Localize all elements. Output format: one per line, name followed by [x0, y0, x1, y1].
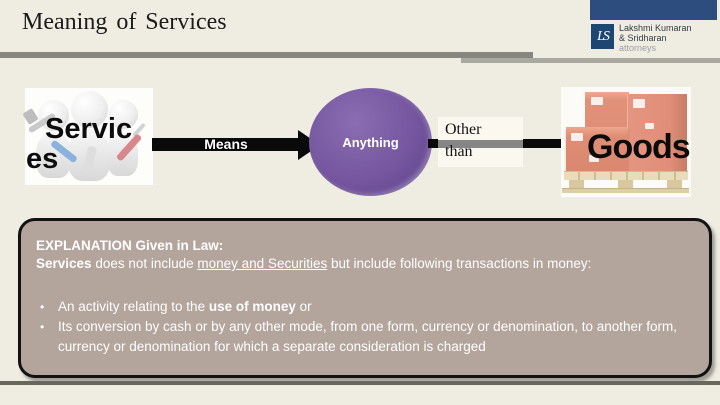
bullet-item: • Its conversion by cash or by any other … — [36, 317, 696, 357]
intro-underlined-text: money and Securities — [197, 256, 328, 271]
intro-text: but include following transactions in mo… — [327, 256, 592, 271]
header-rule-light — [461, 58, 720, 63]
pallet-icon — [569, 180, 584, 189]
box-label-mark — [633, 99, 645, 108]
intro-bold-text: Services — [36, 256, 92, 271]
box-label-mark — [589, 155, 599, 162]
pallet-icon — [618, 180, 633, 189]
explanation-heading: EXPLANATION Given in Law: — [36, 238, 224, 253]
pallet-icon — [562, 188, 689, 193]
explanation-bullets: • An activity relating to the use of mone… — [36, 297, 694, 357]
company-tagline: attorneys — [619, 43, 657, 53]
intro-text: does not include — [91, 256, 198, 271]
goods-clipart: Goods — [561, 87, 691, 197]
services-clipart: Servic es — [22, 88, 153, 185]
company-logo: LS Lakshmi Kumaran & Sridharan attorneys — [590, 23, 718, 59]
worker-figure-icon — [109, 100, 138, 129]
connector-gray-line — [438, 140, 523, 148]
bullet-bold-text: use of money — [208, 299, 296, 314]
services-label-line1: Servic — [45, 113, 133, 145]
services-label-line2: es — [26, 143, 59, 175]
anything-circle: Anything — [309, 88, 432, 196]
worker-figure-icon — [71, 91, 108, 128]
other-than-line2: than — [445, 143, 473, 160]
anything-label: Anything — [342, 134, 399, 150]
bullet-marker: • — [40, 300, 45, 314]
bullet-text: An activity relating to the — [58, 299, 209, 314]
other-than-box: Other than — [438, 117, 523, 167]
footer-rule — [0, 381, 720, 385]
bullet-text: or — [295, 299, 312, 314]
ls-monogram-icon: LS — [591, 24, 614, 49]
means-label: Means — [204, 136, 248, 152]
goods-label: Goods — [587, 128, 691, 166]
box-label-mark — [645, 123, 654, 129]
explanation-intro: Services does not include money and Secu… — [36, 255, 694, 273]
company-name: Lakshmi Kumaran & Sridharan attorneys — [619, 23, 692, 53]
bullet-item: • An activity relating to the use of mone… — [36, 297, 696, 317]
logo-top-bar — [590, 0, 717, 20]
other-than-line1: Other — [445, 121, 482, 138]
box-label-mark — [591, 97, 603, 105]
bullet-marker: • — [40, 320, 45, 334]
box-label-mark — [571, 133, 583, 141]
company-name-line2: & Sridharan — [619, 33, 667, 43]
pallet-icon — [667, 180, 682, 189]
explanation-box: EXPLANATION Given in Law: Services does … — [18, 218, 712, 378]
bullet-text: Its conversion by cash or by any other m… — [58, 319, 678, 354]
page-title: Meaning of Services — [22, 9, 227, 35]
company-name-line1: Lakshmi Kumaran — [619, 23, 692, 33]
pallet-icon — [564, 171, 688, 180]
header-rule-dark — [0, 52, 533, 58]
means-arrow — [152, 138, 300, 151]
other-than-label: Other than — [445, 119, 481, 163]
